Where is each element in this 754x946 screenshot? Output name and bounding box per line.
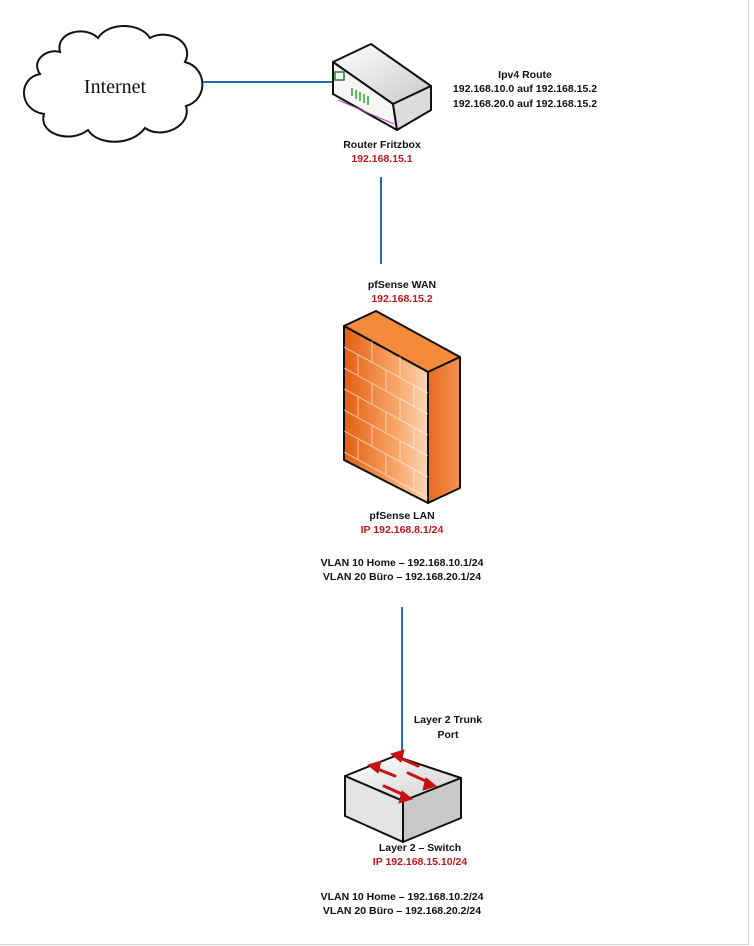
pfsense-vlan-1: VLAN 10 Home – 192.168.10.1/24 bbox=[320, 557, 484, 569]
switch-icon bbox=[344, 749, 462, 843]
pfsense-lan-ip: IP 192.168.8.1/24 bbox=[360, 524, 444, 536]
route-line-2: 192.168.20.0 auf 192.168.15.2 bbox=[452, 98, 598, 110]
router-icon bbox=[332, 43, 432, 131]
switch-vlan-1: VLAN 10 Home – 192.168.10.2/24 bbox=[320, 891, 484, 903]
internet-cloud-icon bbox=[23, 25, 204, 143]
switch-ip: IP 192.168.15.10/24 bbox=[372, 856, 468, 868]
router-ip: 192.168.15.1 bbox=[351, 153, 413, 165]
pfsense-lan-name: pfSense LAN bbox=[369, 510, 435, 522]
route-line-1: 192.168.10.0 auf 192.168.15.2 bbox=[452, 83, 598, 95]
pfsense-wan-name: pfSense WAN bbox=[367, 279, 437, 291]
router-name: Router Fritzbox bbox=[343, 139, 421, 151]
pfsense-wan-ip: 192.168.15.2 bbox=[371, 293, 433, 305]
internet-label: Internet bbox=[84, 76, 147, 98]
pfsense-vlan-2: VLAN 20 Büro – 192.168.20.1/24 bbox=[322, 571, 482, 583]
route-title: Ipv4 Route bbox=[498, 69, 552, 81]
trunk-label-line-2: Port bbox=[437, 729, 459, 741]
trunk-label-line-1: Layer 2 Trunk bbox=[413, 714, 483, 726]
switch-vlan-2: VLAN 20 Büro – 192.168.20.2/24 bbox=[322, 905, 482, 917]
firewall-icon bbox=[343, 310, 461, 504]
switch-name: Layer 2 – Switch bbox=[378, 842, 462, 854]
